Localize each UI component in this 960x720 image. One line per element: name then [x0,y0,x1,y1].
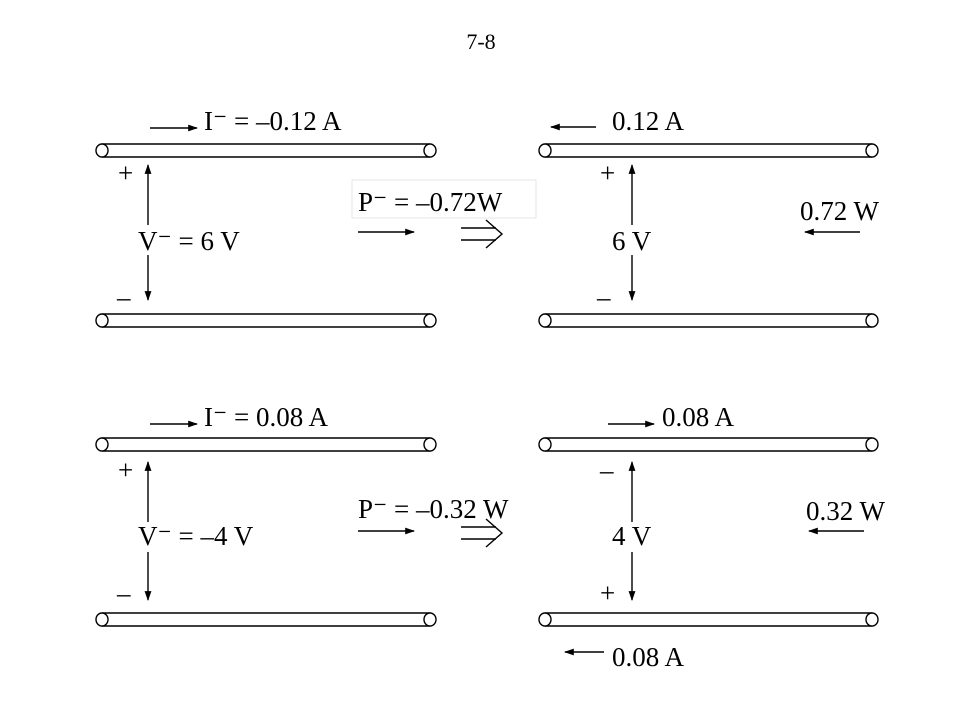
top-left-current-label: I⁻ = –0.12 A [204,106,342,136]
top-right-line-pair [538,143,879,328]
top-left-lower-conductor [95,313,437,328]
bottom-left-line-pair [95,437,437,627]
top-left-minus-sign: – [116,282,131,312]
bottom-right-voltage-label: 4 V [612,521,652,551]
bottom-right-line-pair [538,437,879,627]
top-right-plus-sign: + [600,158,615,188]
bottom-left-current-label: I⁻ = 0.08 A [204,402,328,432]
top-left-line-pair [95,143,437,328]
bottom-left-voltage-label: V⁻ = –4 V [138,521,254,551]
bottom-right-power-label: 0.32 W [806,496,886,526]
top-power-label-box [351,179,537,219]
top-right-minus-sign: – [596,282,611,312]
bottom-right-minus-sign: – [599,455,614,485]
top-right-lower-conductor [538,313,879,328]
top-right-voltage-label: 6 V [612,226,652,256]
bottom-left-plus-sign: + [118,455,133,485]
bottom-right-top-current-label: 0.08 A [662,402,735,432]
top-power-label: P⁻ = –0.72W [358,187,503,217]
top-implies-arrow-icon [461,219,504,249]
top-right-current-label: 0.12 A [612,106,685,136]
top-left-voltage-label: V⁻ = 6 V [138,226,240,256]
top-left-upper-conductor [95,143,437,158]
bottom-left-upper-conductor [95,437,437,452]
page-number: 7-8 [466,29,495,54]
bottom-right-bottom-current-label: 0.08 A [612,642,685,672]
bottom-right-plus-sign: + [600,578,615,608]
bottom-implies-arrow-icon [461,518,504,548]
bottom-left-lower-conductor [95,612,437,627]
top-left-plus-sign: + [118,158,133,188]
bottom-power-label: P⁻ = –0.32 W [358,494,509,524]
top-right-power-label: 0.72 W [800,196,880,226]
bottom-left-minus-sign: – [116,578,131,608]
bottom-right-upper-conductor [538,437,879,452]
top-right-upper-conductor [538,143,879,158]
bottom-right-lower-conductor [538,612,879,627]
